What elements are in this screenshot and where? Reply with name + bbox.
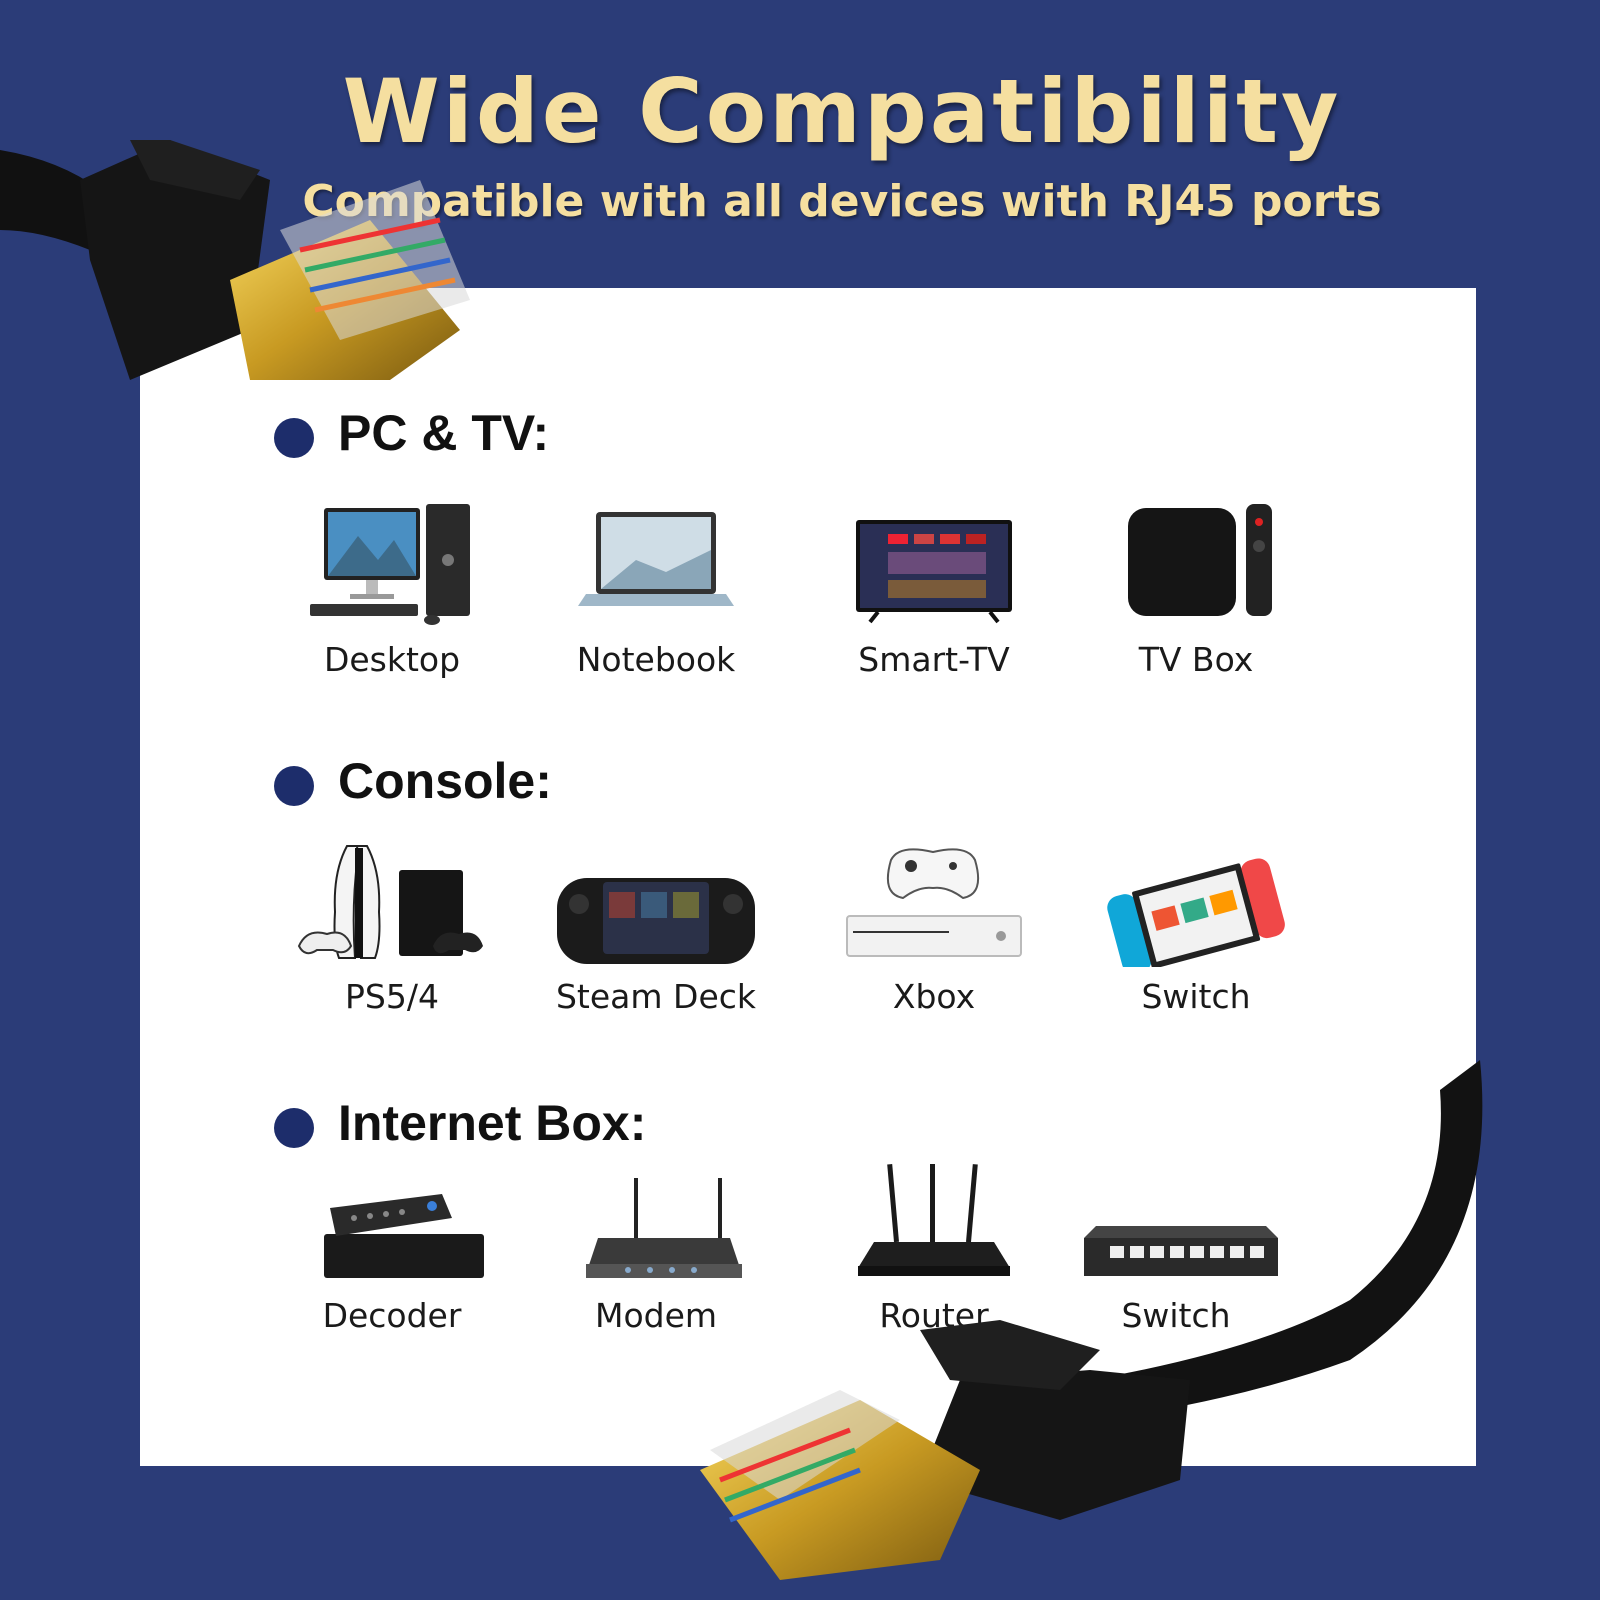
notebook-icon — [578, 512, 734, 606]
device-label: TV Box — [1138, 640, 1254, 679]
device-label: Xbox — [892, 977, 976, 1016]
device-tv-box: TV Box — [1076, 500, 1316, 679]
device-xbox: Xbox — [814, 842, 1054, 1016]
device-steam-deck: Steam Deck — [536, 842, 776, 1016]
headline-subtitle: Compatible with all devices with RJ45 po… — [302, 176, 1382, 227]
device-router: Router — [814, 1164, 1054, 1335]
device-label: Router — [879, 1296, 989, 1335]
device-modem: Modem — [536, 1164, 776, 1335]
router-icon — [858, 1164, 1010, 1276]
headline-title: Wide Compatibility — [342, 60, 1342, 163]
bullet-icon — [274, 418, 314, 458]
bullet-icon — [274, 766, 314, 806]
device-decoder: Decoder — [272, 1164, 512, 1335]
steam-deck-icon — [557, 878, 755, 964]
device-label: Smart-TV — [858, 640, 1010, 679]
modem-icon — [586, 1178, 742, 1278]
section-label: Internet Box: — [338, 1095, 647, 1151]
nintendo-switch-icon — [1107, 858, 1285, 967]
device-nintendo-switch: Switch — [1076, 842, 1316, 1016]
device-desktop: Desktop — [272, 500, 512, 679]
device-label: Steam Deck — [555, 977, 756, 1016]
device-label: Modem — [594, 1296, 718, 1335]
decoder-icon — [324, 1194, 484, 1278]
device-network-switch: Switch — [1056, 1164, 1296, 1335]
device-label: Notebook — [576, 640, 736, 679]
device-notebook: Notebook — [536, 500, 776, 679]
section-label: Console: — [338, 753, 552, 809]
xbox-icon — [846, 848, 1022, 957]
playstation-icon — [297, 845, 483, 959]
device-label: Switch — [1121, 1296, 1231, 1335]
network-switch-icon — [1084, 1226, 1278, 1276]
section-label: PC & TV: — [338, 405, 550, 461]
tv-box-icon — [1128, 504, 1272, 616]
desktop-icon — [310, 504, 470, 625]
device-smart-tv: Smart-TV — [814, 500, 1054, 679]
device-label: Desktop — [323, 640, 461, 679]
bullet-icon — [274, 1108, 314, 1148]
device-ps5-4: PS5/4 — [272, 842, 512, 1016]
device-label: Switch — [1141, 977, 1251, 1016]
device-label: Decoder — [322, 1296, 462, 1335]
device-label: PS5/4 — [345, 977, 439, 1016]
smart-tv-icon — [856, 520, 1012, 624]
